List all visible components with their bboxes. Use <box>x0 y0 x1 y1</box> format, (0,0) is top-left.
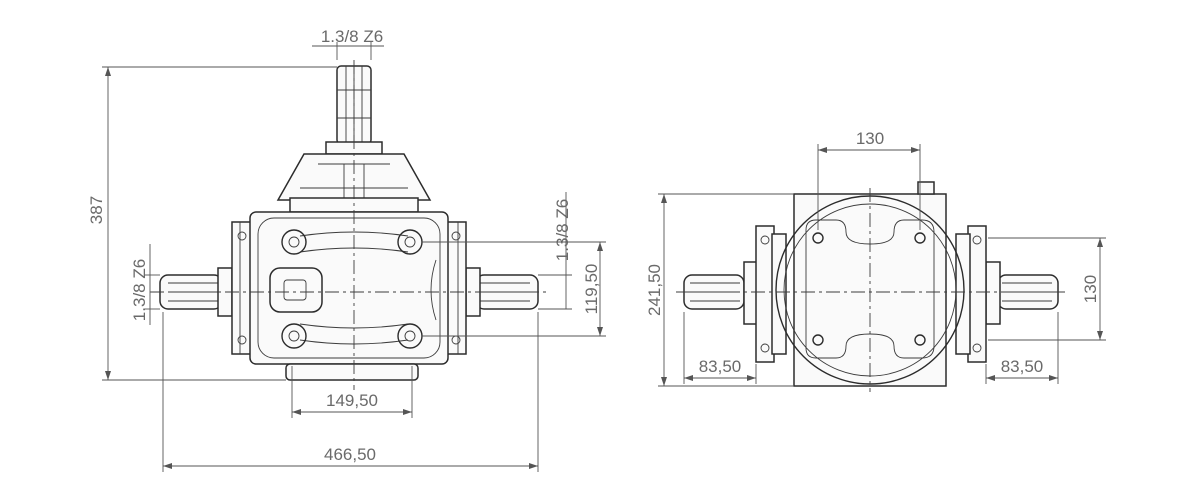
front-overall-width-label: 466,50 <box>324 445 376 464</box>
dim-side-top-bolt-spacing: 130 <box>817 129 921 230</box>
front-overall-height-label: 387 <box>87 196 106 224</box>
dim-left-shaft-spline: 1.3/8 Z6 <box>130 244 160 325</box>
front-housing <box>249 211 449 365</box>
dim-base-width: 149,50 <box>291 366 413 418</box>
top-shaft-spline-label: 1.3/8 Z6 <box>321 27 383 46</box>
dim-front-overall-width: 466,50 <box>162 312 539 472</box>
base-width-label: 149,50 <box>326 391 378 410</box>
dim-shaft-center-spacing: 119,50 <box>422 241 606 337</box>
side-right-shaft <box>985 261 1059 325</box>
side-left-flange <box>755 225 787 363</box>
left-flange <box>231 221 253 355</box>
dim-top-shaft-spline: 1.3/8 Z6 <box>312 27 384 60</box>
dim-side-left-shaft-length: 83,50 <box>683 312 757 384</box>
shaft-center-spacing-label: 119,50 <box>582 264 601 315</box>
side-left-shaft <box>683 261 759 325</box>
side-right-bolt-spacing-label: 130 <box>1081 275 1100 303</box>
dim-right-shaft-spline: 1.3/8 Z6 <box>538 192 572 310</box>
right-flange <box>445 221 467 355</box>
front-view: 1.3/8 Z6 387 1.3/8 Z6 1.3/8 Z6 <box>87 27 606 472</box>
side-top-bolt-spacing-label: 130 <box>856 129 884 148</box>
side-view: 130 241,50 130 83,50 <box>645 129 1106 392</box>
dim-front-overall-height: 387 <box>87 66 337 381</box>
side-right-shaft-length-label: 83,50 <box>1001 357 1044 376</box>
dim-side-right-shaft-length: 83,50 <box>985 312 1059 384</box>
side-left-shaft-length-label: 83,50 <box>699 357 742 376</box>
side-overall-height-label: 241,50 <box>645 264 664 316</box>
left-shaft-spline-label: 1.3/8 Z6 <box>130 259 149 321</box>
front-base-foot <box>285 363 419 381</box>
side-right-flange <box>955 225 987 363</box>
top-cap <box>276 153 432 213</box>
dim-side-right-bolt-spacing: 130 <box>988 237 1106 341</box>
dim-side-overall-height: 241,50 <box>645 193 794 387</box>
right-shaft-spline-label: 1.3/8 Z6 <box>553 199 572 261</box>
